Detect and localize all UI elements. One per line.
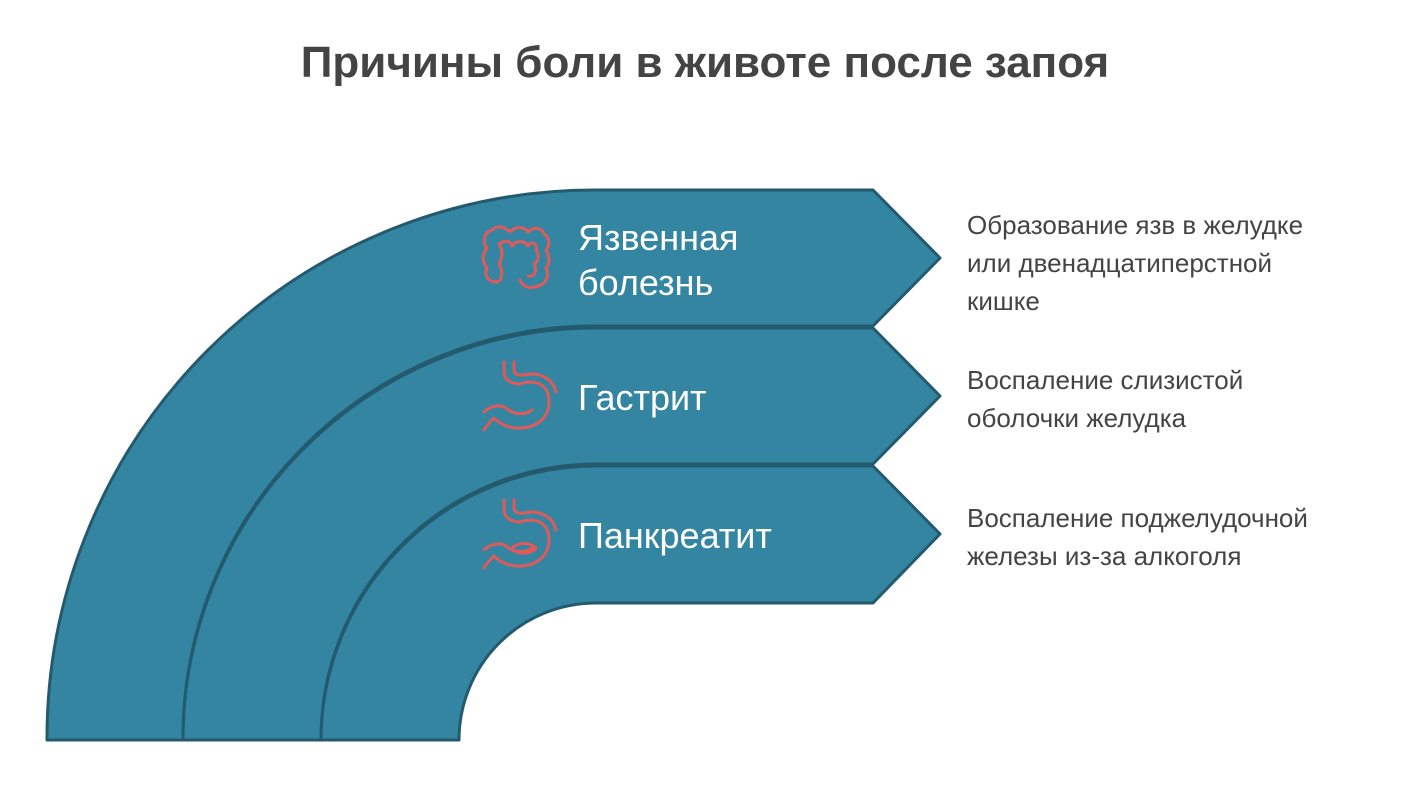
label-ulcer: Язвенная болезнь — [578, 217, 749, 303]
description-gastritis-line-1: Воспаление слизистой — [967, 365, 1244, 395]
intestine-icon — [481, 225, 551, 290]
label-ulcer-line-2: болезнь — [578, 262, 713, 303]
label-gastritis-line-1: Гастрит — [578, 377, 707, 418]
description-ulcer: Образование язв в желудке или двенадцати… — [967, 206, 1387, 320]
pancreas-icon — [482, 498, 558, 570]
label-pancreatitis-line-1: Панкреатит — [578, 515, 772, 556]
description-ulcer-line-3: кишке — [967, 286, 1040, 316]
description-ulcer-line-2: или двенадцатиперстной — [967, 248, 1273, 278]
label-pancreatitis: Панкреатит — [578, 515, 772, 556]
description-gastritis-line-2: оболочки желудка — [967, 403, 1187, 433]
description-ulcer-line-1: Образование язв в желудке — [967, 210, 1304, 240]
band-pancreatitis — [319, 464, 942, 742]
description-pancreatitis: Воспаление поджелудочной железы из-за ал… — [967, 499, 1387, 575]
page-title: Причины боли в животе после запоя — [300, 38, 1110, 87]
description-pancreatitis-line-1: Воспаление поджелудочной — [967, 503, 1308, 533]
label-gastritis: Гастрит — [578, 377, 707, 418]
label-ulcer-line-1: Язвенная — [578, 217, 739, 258]
description-gastritis: Воспаление слизистой оболочки желудка — [967, 361, 1387, 437]
description-pancreatitis-line-2: железы из-за алкоголя — [967, 541, 1242, 571]
stomach-icon — [482, 360, 558, 432]
